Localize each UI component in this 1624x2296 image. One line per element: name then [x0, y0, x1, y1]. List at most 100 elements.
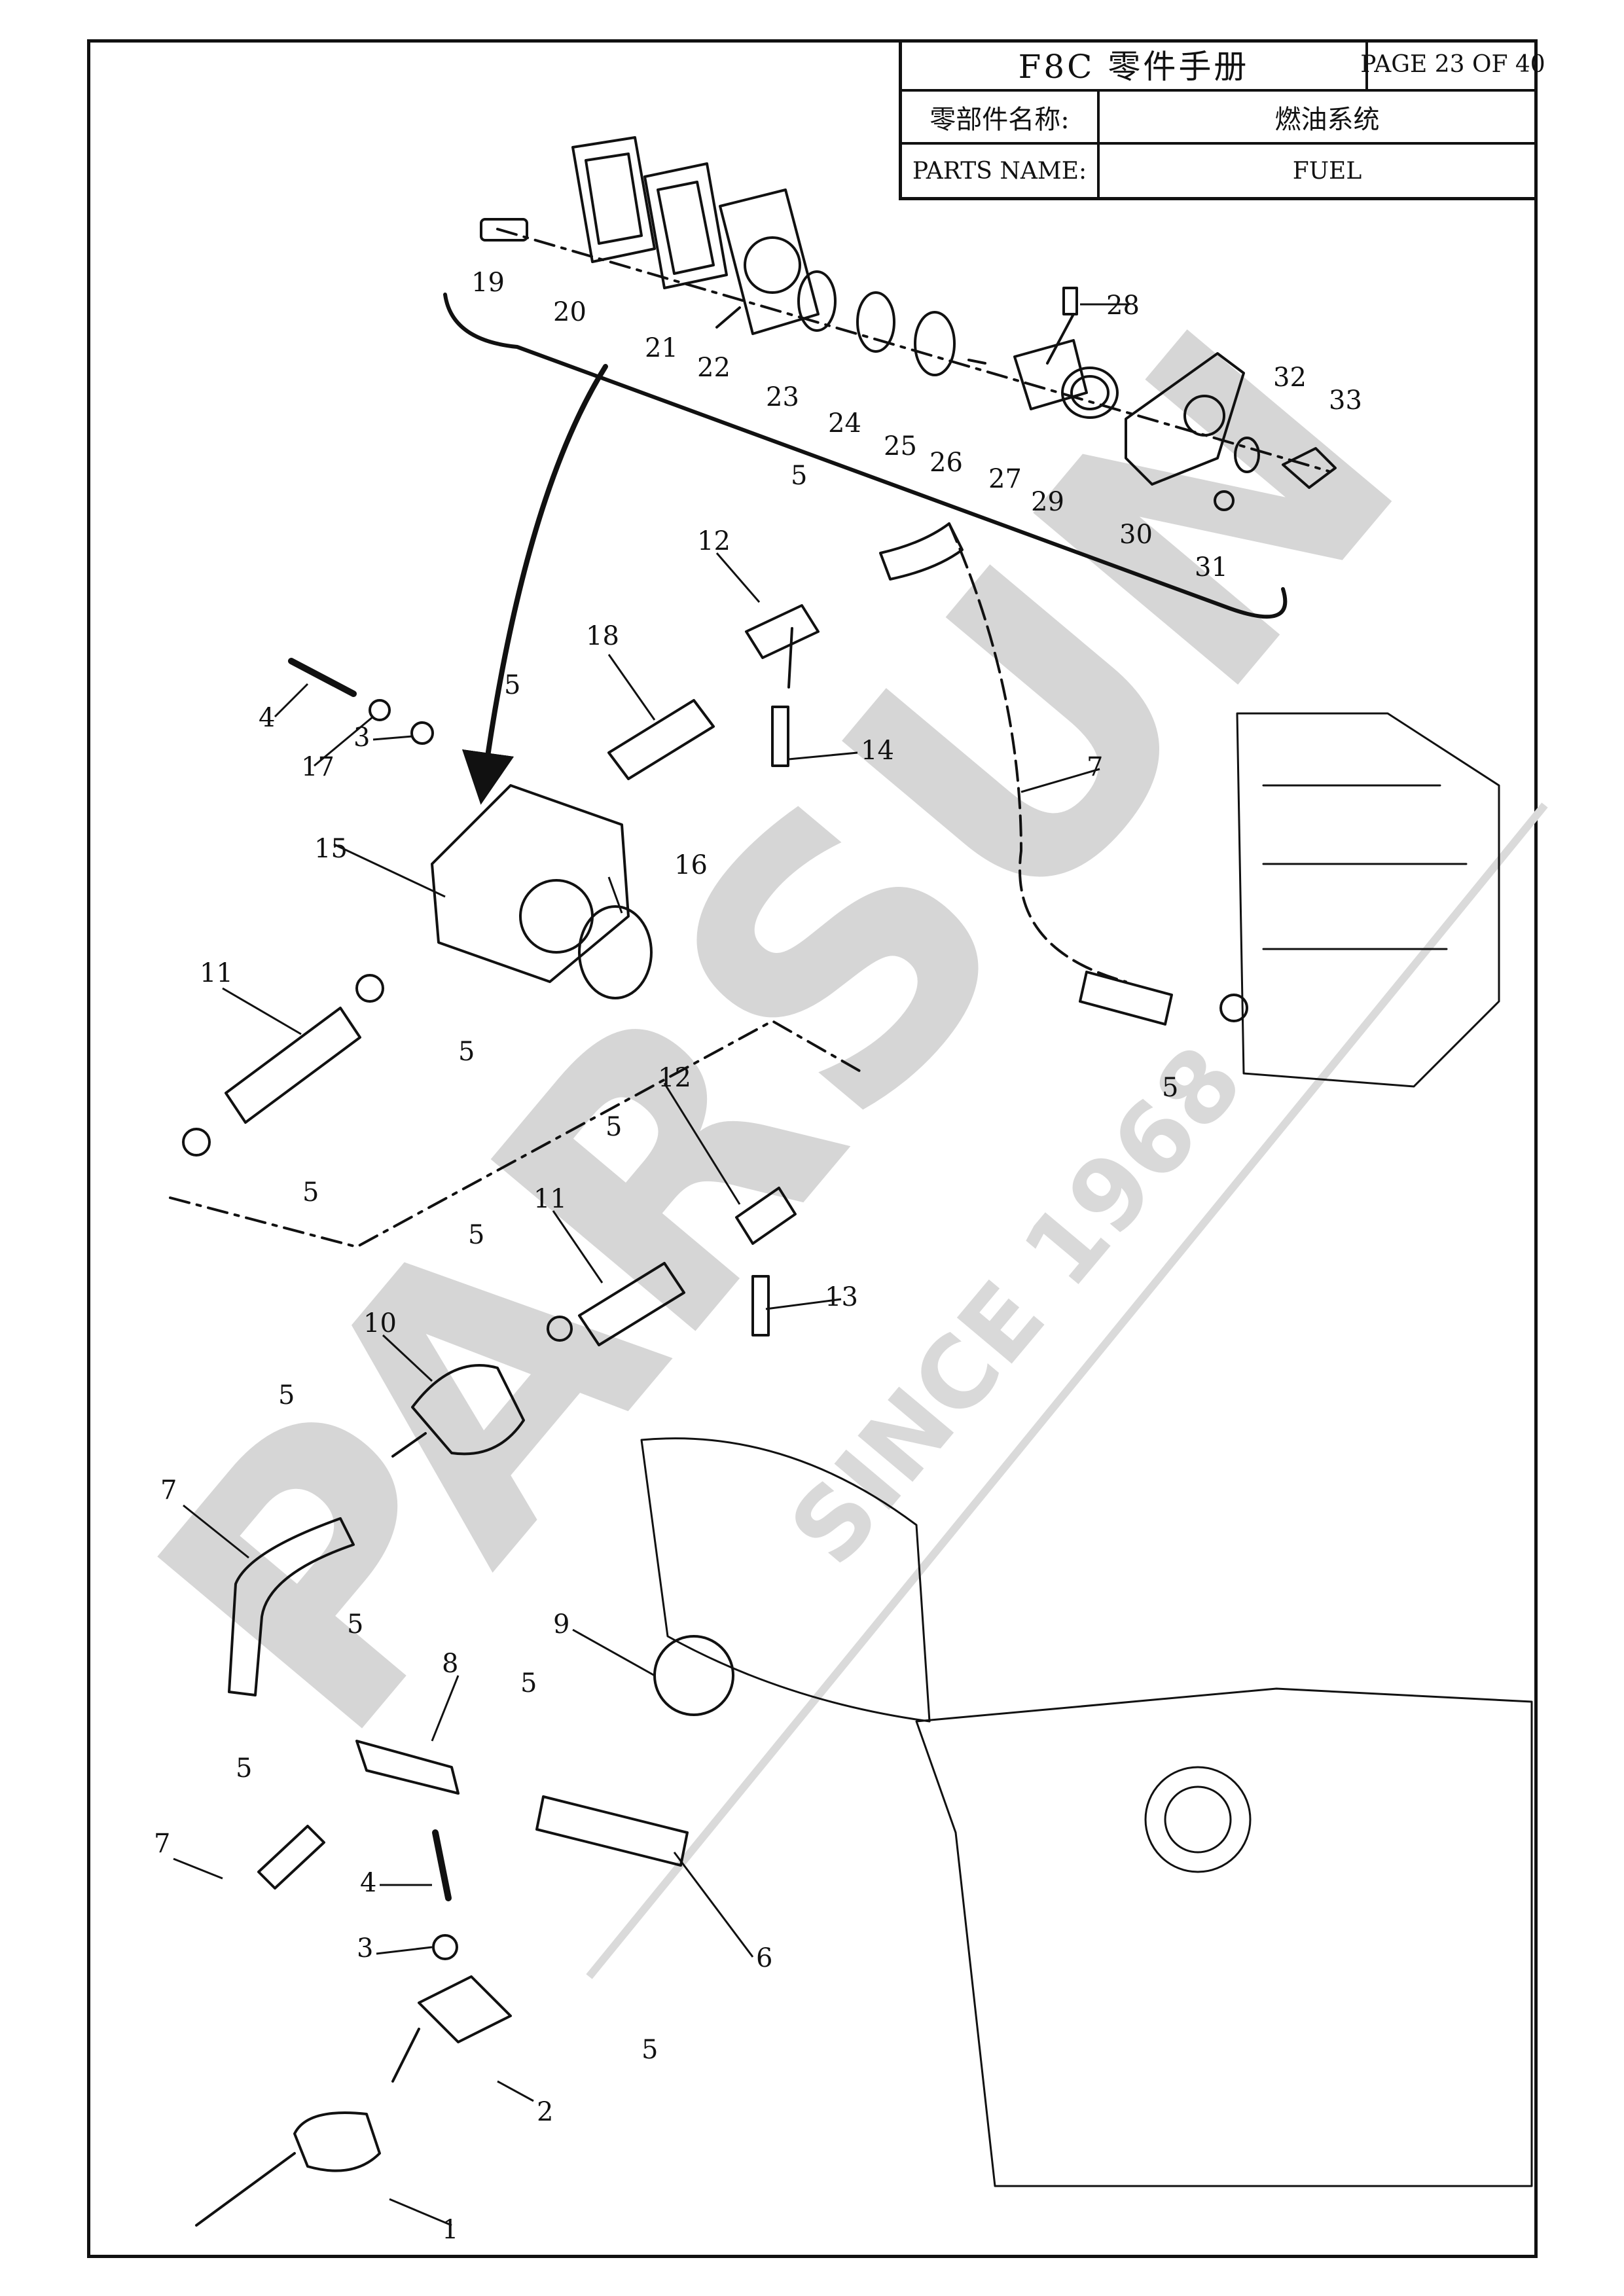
- callout-1: 1: [442, 2215, 458, 2245]
- callout-29: 29: [1031, 487, 1064, 517]
- callout-10: 10: [363, 1308, 397, 1338]
- callout-5-c: 5: [458, 1037, 475, 1067]
- callout-21: 21: [645, 333, 678, 363]
- plug-33: [1282, 447, 1337, 489]
- callout-labels: 1 2 3 3 4 4 5 5 5 5 5 5 5 5 5 5 5 5 6 7 …: [154, 268, 1362, 2245]
- hose-14: [771, 706, 789, 767]
- callout-23: 23: [766, 382, 799, 412]
- pump-group-bracket: [443, 293, 1288, 805]
- callout-5-j: 5: [520, 1668, 537, 1698]
- callout-5-f: 5: [468, 1220, 484, 1250]
- pump-body-30: [1125, 352, 1245, 486]
- mounting-bracket: [640, 1437, 931, 1723]
- callout-4a: 4: [259, 703, 275, 733]
- callout-28: 28: [1106, 291, 1140, 321]
- washer-3-lower: [432, 1934, 458, 1960]
- callout-17: 17: [301, 752, 334, 782]
- callout-5-l: 5: [641, 2035, 658, 2065]
- screw-26: [967, 359, 986, 365]
- hose-7-lower: [228, 1517, 355, 1696]
- callout-5-b: 5: [504, 670, 520, 700]
- filter-assembly: [391, 1187, 797, 1458]
- o-ring-16: [578, 905, 653, 999]
- parts-name-value-en: FUEL: [1292, 157, 1362, 185]
- carburetor: [1236, 712, 1500, 1088]
- callout-19: 19: [471, 268, 505, 298]
- pump-cover-22: [719, 188, 820, 335]
- callout-31: 31: [1195, 552, 1228, 583]
- upper-hoses: [607, 522, 1248, 1026]
- callout-33: 33: [1329, 386, 1362, 416]
- callout-5-g: 5: [1162, 1073, 1178, 1103]
- callout-25: 25: [884, 431, 917, 461]
- title-block: F8C 零件手册 PAGE 23 OF 40 零部件名称: 燃油系统 PARTS…: [899, 39, 1545, 200]
- callout-5-i: 5: [347, 1609, 363, 1640]
- lower-hoses: [228, 1517, 689, 1890]
- callout-3a: 3: [353, 723, 370, 753]
- callout-5-a: 5: [791, 461, 807, 491]
- parts-name-value-cn: 燃油系统: [1100, 92, 1538, 145]
- callout-6: 6: [756, 1943, 772, 1973]
- callout-5-k: 5: [236, 1753, 252, 1784]
- callout-4b: 4: [360, 1868, 376, 1898]
- parts-name-label-en: PARTS NAME:: [902, 145, 1100, 197]
- gasket-20: [571, 136, 656, 263]
- tee-12-lower: [735, 1187, 797, 1245]
- callout-26: 26: [929, 448, 963, 478]
- fuel-pump-15: [431, 784, 630, 983]
- gasket-21: [643, 162, 728, 289]
- spring-29: [1061, 367, 1119, 419]
- callout-20: 20: [553, 297, 586, 327]
- hose-13: [751, 1275, 770, 1336]
- callout-11-b: 11: [533, 1184, 567, 1214]
- hose-11-upper: [225, 1007, 361, 1124]
- plate-25: [914, 311, 956, 376]
- bolt-4-lower: [432, 1829, 452, 1901]
- bolt-4-upper: [288, 658, 357, 697]
- screw-19: [480, 218, 528, 242]
- callout-7-c: 7: [154, 1829, 170, 1859]
- crankcase: [915, 1687, 1533, 2187]
- hose-7-carb: [1079, 971, 1173, 1026]
- callout-2: 2: [537, 2097, 553, 2127]
- callout-5-h: 5: [278, 1380, 295, 1410]
- washer-17: [369, 699, 391, 721]
- page-number: PAGE 23 OF 40: [1360, 39, 1545, 92]
- callout-18: 18: [586, 621, 619, 651]
- left-hoses: [169, 974, 865, 1248]
- leader-lines: [173, 303, 1129, 2227]
- pin-28: [1062, 287, 1078, 315]
- callout-14: 14: [861, 736, 894, 766]
- callout-8: 8: [442, 1649, 458, 1679]
- tee-8: [355, 1740, 460, 1795]
- parts-name-label-cn: 零部件名称:: [902, 92, 1100, 145]
- fuel-pump-exploded: [480, 136, 1337, 511]
- callout-5-d: 5: [302, 1177, 319, 1208]
- hose-7-top: [879, 522, 964, 581]
- callout-3b: 3: [357, 1933, 373, 1964]
- connector-2: [418, 1975, 512, 2043]
- callout-32: 32: [1273, 363, 1307, 393]
- primer-bulb-9: [653, 1635, 734, 1716]
- fuel-filter-10: [411, 1364, 525, 1456]
- callout-12-b: 12: [658, 1063, 691, 1093]
- diaphragm-23: [797, 270, 837, 332]
- diaphragm-27: [1013, 339, 1088, 410]
- watermark: PARSUN SINCE 1968: [80, 257, 1548, 1979]
- callout-16: 16: [674, 850, 708, 880]
- hose-6: [535, 1795, 689, 1867]
- callout-22: 22: [697, 353, 731, 383]
- washer-3-upper: [410, 721, 434, 745]
- callout-11-a: 11: [200, 958, 233, 988]
- callout-12-a: 12: [697, 526, 731, 556]
- callout-30: 30: [1119, 520, 1153, 550]
- callout-9: 9: [553, 1609, 569, 1640]
- fuel-joint-1: [293, 2111, 381, 2172]
- callout-5-e: 5: [605, 1112, 622, 1142]
- diaphragm-24: [856, 291, 895, 353]
- hose-18: [607, 699, 715, 780]
- nut-31: [1214, 490, 1235, 511]
- pump-assembly: [288, 658, 653, 999]
- hose-7-bottom: [257, 1825, 325, 1890]
